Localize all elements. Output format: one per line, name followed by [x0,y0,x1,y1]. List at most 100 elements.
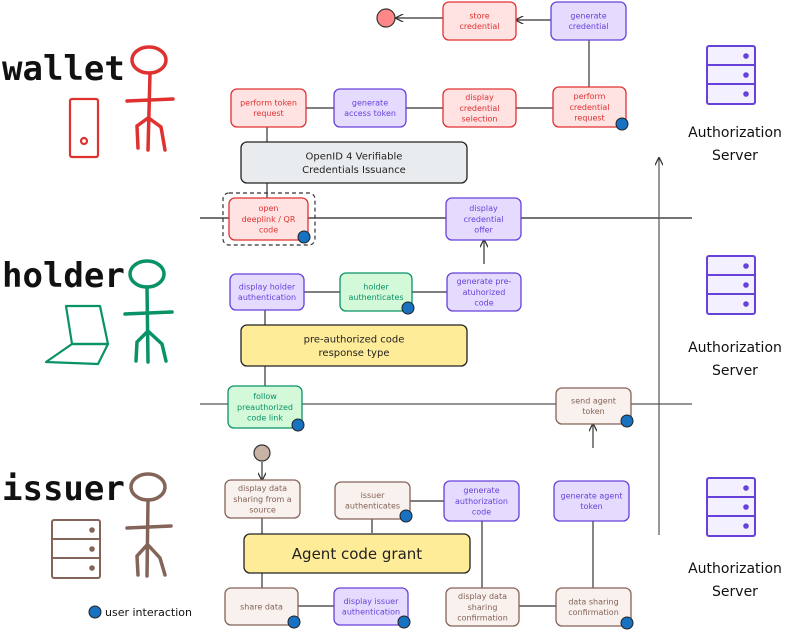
wallet-person-icon [125,45,175,152]
box-label: authentication [342,608,400,617]
user-interaction-dot [291,418,305,432]
user-interaction-dot [620,414,634,428]
box-label: token [582,407,604,416]
box-label: credential [460,104,500,113]
box-label: request [253,109,283,118]
box-label: display holder [239,282,296,291]
box-label: deeplink / QR [242,215,296,224]
box-label: code [474,299,493,308]
box-shape [224,479,301,519]
user-interaction-dot [297,230,311,244]
end-node [376,8,396,28]
box-label: authenticates [348,293,403,302]
user-interaction-dot [287,615,301,629]
box-shape [445,197,522,241]
box-shape [243,533,471,574]
box-label: Credentials Issuance [302,165,406,176]
legend-label: user interaction [105,606,192,619]
server-label-mid-line2: Server [712,363,758,379]
box-issuer-authenticates: issuer authenticates [334,481,413,523]
box-holder-authenticates: holder authenticates [339,272,415,315]
box-label: generate [570,11,606,20]
box-label: sharing [468,603,498,612]
lane-label-wallet: wallet [2,49,125,89]
box-label: generate agent [561,491,623,500]
box-label: store [469,11,489,20]
box-label: display issuer [344,597,400,606]
box-label: generate [352,98,388,107]
box-shape [339,272,413,312]
box-label: authenticates [345,502,400,511]
box-label: offer [474,226,493,235]
box-label: authentication [238,293,296,302]
server-label-mid-line1: Authorization [688,340,782,356]
box-shape [446,272,522,312]
box-shape [442,1,517,41]
auth-server-icon-bot [706,477,756,537]
box-label: credential [570,103,610,112]
user-interaction-dot [615,117,629,131]
box-label: sharing from a [233,495,292,504]
box-label: display [469,204,498,213]
box-shape [240,324,468,367]
box-shape [550,1,627,41]
box-shape [555,387,632,425]
box-store-credential: store credential [442,1,517,41]
box-label: access token [344,109,396,118]
auth-server-icon-top [706,45,756,105]
box-generate-credential: generate credential [550,1,627,41]
server-label-top-line2: Server [712,148,758,164]
deeplink-highlight [222,192,316,246]
box-shape [228,197,309,241]
laptop-icon [44,304,110,366]
holder-person-icon [123,259,174,364]
box-label: holder [363,282,389,291]
box-display-credential-selection: display credential selection [442,88,517,128]
box-label: OpenID 4 Verifiable [306,151,403,162]
box-label: authorization [455,497,508,506]
box-label: preauthorized [237,403,293,412]
box-label: data sharing [568,597,618,606]
start-node [253,444,271,462]
box-shape [229,273,305,311]
user-interaction-dot [401,301,415,315]
box-shape [555,587,632,627]
box-label: display data [458,592,507,601]
phone-icon [68,97,100,159]
box-shape [445,587,520,627]
box-label: pre-authorized code [304,334,405,345]
box-label: display [465,93,494,102]
box-shape [333,587,409,626]
box-shape [442,88,517,128]
box-label: share data [240,602,283,611]
box-label: perform token [240,98,297,107]
box-agent-code-grant: Agent code grant [243,533,471,574]
box-label: atuhorized [463,288,506,297]
box-label: code [259,226,278,235]
box-shape [230,88,307,128]
lane-label-issuer: issuer [2,469,125,509]
box-label: code link [247,414,283,423]
box-label: token [580,502,602,511]
box-shape [333,88,407,128]
box-label: credential [460,22,500,31]
box-label: issuer [361,491,386,500]
server-label-top-line1: Authorization [688,125,782,141]
box-shape [553,480,630,522]
issuer-server-icon [51,519,101,579]
box-label: credential [569,22,609,31]
server-label-bot-line1: Authorization [688,561,782,577]
box-share-data: share data [224,587,301,629]
box-label: selection [462,115,498,124]
box-label: code [472,508,491,517]
box-label: confirmation [568,608,619,617]
user-interaction-legend-dot [88,605,102,619]
connectors [262,18,593,607]
